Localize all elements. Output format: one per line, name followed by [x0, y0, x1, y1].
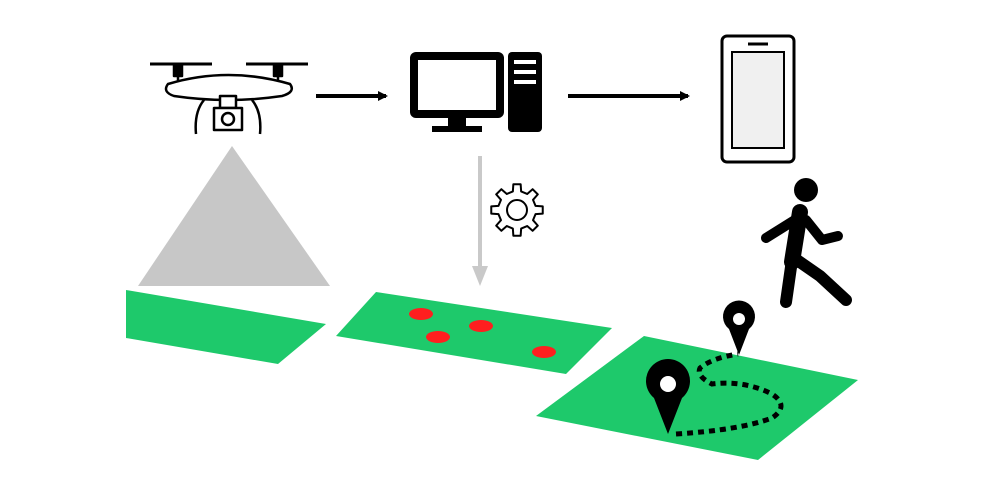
- gear-icon: [490, 183, 544, 237]
- field-raw: [126, 290, 326, 364]
- drone-camera-icon: [150, 62, 308, 135]
- scan-cone: [138, 146, 330, 286]
- processing-arrow: [472, 156, 488, 286]
- detection-marker: [426, 331, 450, 343]
- detection-marker: [409, 308, 433, 320]
- route-path: [675, 351, 784, 437]
- map-pin-icon: [723, 300, 755, 355]
- map-pin-icon: [646, 359, 690, 434]
- walking-person-icon: [761, 178, 852, 308]
- detection-markers: [409, 308, 556, 358]
- smartphone-icon: [720, 34, 796, 164]
- detection-marker: [469, 320, 493, 332]
- field-processed: [336, 292, 612, 374]
- field-navigation: [536, 336, 858, 460]
- detection-marker: [532, 346, 556, 358]
- desktop-computer-icon: [410, 52, 542, 132]
